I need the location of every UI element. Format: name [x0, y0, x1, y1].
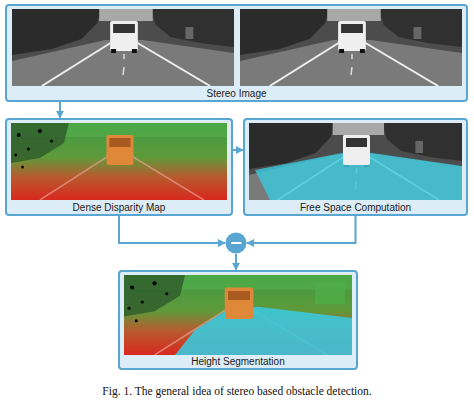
flow-arrow — [59, 102, 61, 118]
process-box: Stereo Image — [5, 4, 468, 102]
figure-caption: Fig. 1. The general idea of stereo based… — [0, 385, 474, 397]
box-label: Stereo Image — [7, 88, 466, 99]
flow-arrow — [233, 149, 243, 151]
box-label: Dense Disparity Map — [7, 202, 231, 213]
flow-arrow — [235, 254, 237, 270]
operator-symbol: − — [225, 232, 247, 254]
box-label: Free Space Computation — [245, 202, 466, 213]
process-box: Free Space Computation — [243, 118, 468, 216]
circle-shape — [226, 233, 247, 254]
flow-arrow — [119, 216, 225, 243]
operator-circle: − — [225, 232, 247, 254]
flow-arrow — [247, 216, 356, 243]
box-label: Height Segmentation — [120, 356, 356, 367]
process-box: Dense Disparity Map — [5, 118, 233, 216]
process-box: Height Segmentation — [118, 270, 358, 370]
